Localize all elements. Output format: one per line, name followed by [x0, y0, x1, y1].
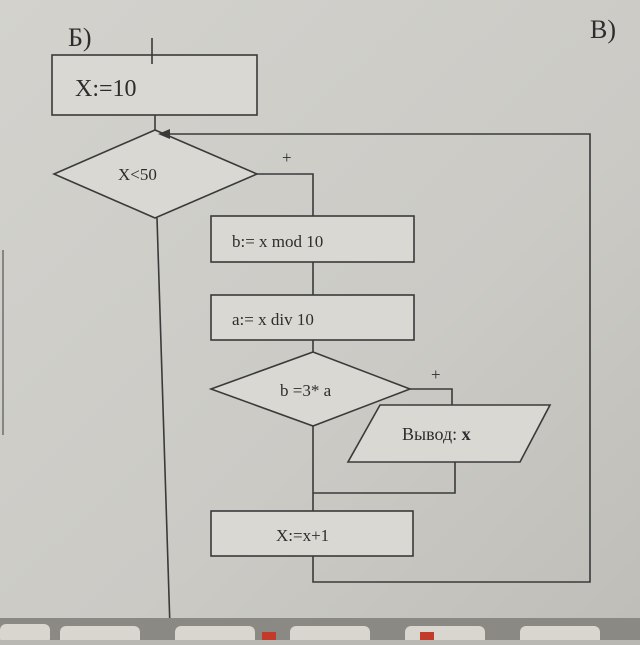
key-3: [175, 626, 255, 645]
output-prefix: Вывод:: [402, 424, 462, 444]
key-red-mark-2: [420, 632, 434, 640]
key-4: [290, 626, 370, 645]
cond1-diamond: [51, 129, 260, 219]
output-merge-connector: [313, 462, 456, 494]
loop-back-arrow: [158, 129, 170, 139]
step2-label: a:= x div 10: [232, 310, 314, 329]
key-red-mark: [262, 632, 276, 640]
loop-back-connector: [165, 133, 591, 583]
step3-block: [210, 510, 414, 557]
cond1-label: X<50: [118, 165, 157, 184]
key-6: [520, 626, 600, 645]
exit-connector: [156, 217, 171, 629]
step3-label: X:=x+1: [276, 526, 329, 545]
init-block-label: X:=10: [75, 76, 137, 102]
cond1-yes-label: +: [282, 148, 292, 167]
output-var: x: [462, 424, 471, 444]
output-parallelogram: [346, 404, 552, 463]
cond2-label: b =3* a: [280, 381, 332, 400]
init-block: [51, 54, 258, 116]
step1-label: b:= x mod 10: [232, 232, 323, 251]
key-1: [0, 624, 50, 644]
section-b-label: Б): [68, 23, 92, 52]
cond1-yes-connector: [257, 173, 314, 216]
cond2-yes-connector: [410, 388, 453, 405]
cond2-yes-label: +: [431, 365, 441, 384]
key-2: [60, 626, 140, 645]
section-v-label: В): [590, 15, 616, 44]
key-5: [405, 626, 485, 645]
step1-block: [210, 215, 415, 263]
output-label: Вывод: x: [402, 424, 471, 444]
